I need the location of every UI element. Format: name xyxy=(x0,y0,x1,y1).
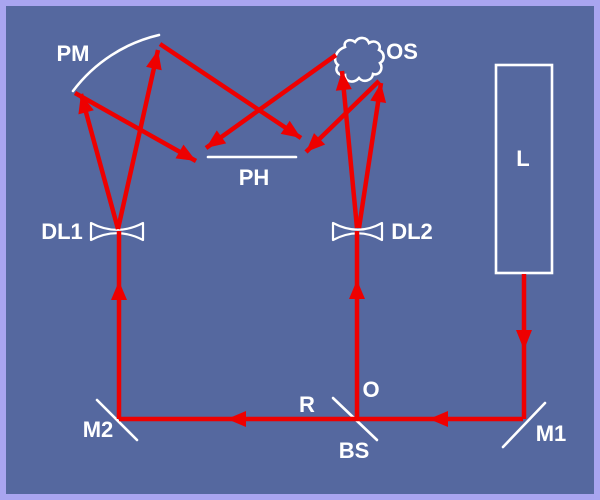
beam-pm-top-to-ph xyxy=(158,42,303,140)
object-specimen-outline xyxy=(333,36,385,83)
laser-box xyxy=(494,63,554,275)
labels: PM OS L PH DL1 DL2 M2 BS R O M1 xyxy=(41,39,566,463)
beam-os-to-ph-right xyxy=(304,79,381,154)
ph-label: PH xyxy=(239,165,270,190)
beam-m1-to-m2 xyxy=(119,411,523,427)
beam-m2-to-dl1 xyxy=(111,231,127,419)
laser-label: L xyxy=(516,146,529,171)
mirror-2-line xyxy=(95,398,139,442)
os-label: OS xyxy=(386,39,418,64)
reference-beam-label: R xyxy=(299,392,315,417)
beams xyxy=(73,42,532,427)
parabolic-mirror-arc xyxy=(71,33,161,93)
beam-os-to-ph-left xyxy=(204,53,338,150)
pm-label: PM xyxy=(57,41,90,66)
arrowhead xyxy=(349,280,365,299)
arrowhead xyxy=(175,144,196,161)
beam-dl2-to-os-left xyxy=(335,70,360,229)
diverging-lens-2 xyxy=(331,221,384,242)
diverging-lens-1 xyxy=(89,221,145,242)
arrowhead xyxy=(429,411,448,427)
dl2-label: DL2 xyxy=(391,219,433,244)
beam-laser-to-m1 xyxy=(516,274,532,419)
dl1-label: DL1 xyxy=(41,219,83,244)
m1-label: M1 xyxy=(536,421,567,446)
m2-label: M2 xyxy=(83,417,114,442)
bs-label: BS xyxy=(339,438,370,463)
arrowhead xyxy=(111,281,127,300)
arrowhead xyxy=(206,130,227,148)
arrowhead xyxy=(335,71,352,91)
beam-pm-lower-to-ph xyxy=(73,91,198,163)
beam-dl2-to-os-right xyxy=(356,82,387,229)
arrowhead xyxy=(516,330,532,350)
arrowhead xyxy=(370,83,387,103)
arrowhead xyxy=(280,120,301,138)
beam-bs-to-dl2 xyxy=(349,231,365,419)
components xyxy=(71,33,554,449)
arrowhead xyxy=(306,133,326,152)
arrowhead xyxy=(227,411,246,427)
object-beam-label: O xyxy=(362,377,379,402)
arrowhead xyxy=(146,50,162,71)
beam-dl1-to-pm-top xyxy=(115,49,162,230)
mirror-1-line xyxy=(501,401,547,449)
